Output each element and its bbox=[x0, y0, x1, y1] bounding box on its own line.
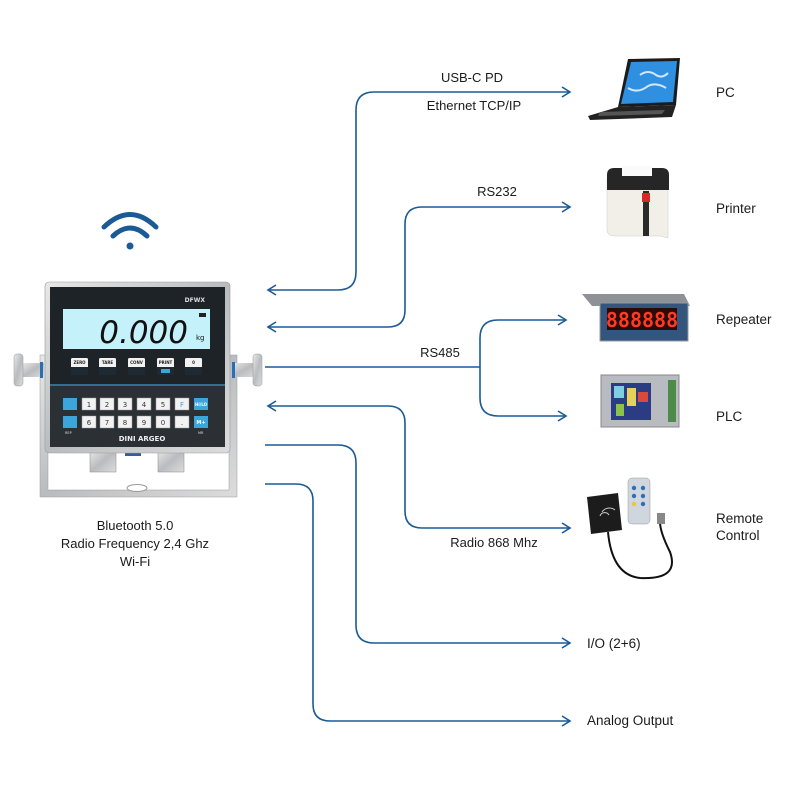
svg-text:2: 2 bbox=[105, 401, 109, 409]
key-2[interactable]: 2 bbox=[99, 397, 115, 411]
key-3[interactable]: 3 bbox=[117, 397, 133, 411]
svg-text:1: 1 bbox=[87, 401, 91, 409]
connection-rs232 bbox=[266, 201, 572, 333]
svg-text:HI/LO: HI/LO bbox=[195, 402, 208, 407]
svg-text:0: 0 bbox=[192, 360, 195, 365]
wireless-wifi: Wi-Fi bbox=[120, 554, 150, 569]
rep-key[interactable] bbox=[63, 416, 77, 428]
remote-control-icon bbox=[587, 477, 673, 580]
label-rs485: RS485 bbox=[420, 345, 460, 360]
svg-text:TARE: TARE bbox=[102, 360, 114, 365]
printer-icon bbox=[606, 166, 669, 239]
menu-key[interactable] bbox=[63, 398, 77, 410]
connection-rs485 bbox=[265, 314, 568, 422]
function-keys: ZERO TARE CONV PRINT 0 bbox=[71, 358, 202, 375]
svg-text:9: 9 bbox=[142, 419, 146, 427]
device-label-remote-2: Control bbox=[716, 528, 760, 543]
key-dot[interactable]: . bbox=[174, 415, 190, 429]
mr-label: MR bbox=[198, 431, 204, 435]
svg-text:3: 3 bbox=[123, 401, 127, 409]
device-label-remote-1: Remote bbox=[716, 511, 763, 526]
key-7[interactable]: 7 bbox=[99, 415, 115, 429]
key-8[interactable]: 8 bbox=[117, 415, 133, 429]
wireless-bluetooth: Bluetooth 5.0 bbox=[97, 518, 174, 533]
repeater-display-icon: 888888 bbox=[582, 294, 690, 342]
mplus-key[interactable]: M+ bbox=[194, 416, 208, 428]
device-label-analog: Analog Output bbox=[587, 713, 674, 728]
keypad: 1 2 3 4 5 F HI/LO 6 7 8 9 0 . M+ REP MR bbox=[63, 397, 208, 435]
device-label-io: I/O (2+6) bbox=[587, 636, 641, 651]
key-6[interactable]: 6 bbox=[81, 415, 97, 429]
connection-analog bbox=[265, 483, 572, 727]
right-knob bbox=[232, 353, 263, 387]
svg-text:CONV: CONV bbox=[130, 360, 144, 365]
svg-text:F: F bbox=[180, 401, 184, 409]
lcd-display bbox=[63, 309, 210, 349]
svg-text:6: 6 bbox=[87, 419, 92, 427]
left-knob bbox=[13, 353, 44, 387]
key-5[interactable]: 5 bbox=[155, 397, 171, 411]
label-rs232: RS232 bbox=[477, 184, 517, 199]
tare-key[interactable]: TARE bbox=[99, 358, 116, 375]
connection-radio bbox=[266, 400, 572, 534]
key-9[interactable]: 9 bbox=[136, 415, 152, 429]
wireless-radio: Radio Frequency 2,4 Ghz bbox=[61, 536, 209, 551]
svg-text:ZERO: ZERO bbox=[73, 360, 86, 365]
svg-text:M+: M+ bbox=[196, 420, 205, 426]
weighing-indicator: DFWX 0.000 kg ZERO TARE CONV PRINT 0 1 2… bbox=[13, 281, 263, 498]
laptop-icon bbox=[588, 58, 680, 120]
connection-io bbox=[265, 444, 572, 649]
wifi-icon bbox=[101, 212, 159, 250]
repeater-digits: 888888 bbox=[606, 308, 678, 332]
svg-text:8: 8 bbox=[123, 419, 127, 427]
key-f[interactable]: F bbox=[174, 397, 190, 411]
conv-key[interactable]: CONV bbox=[128, 358, 145, 375]
key-1[interactable]: 1 bbox=[81, 397, 97, 411]
brand-logo: DINI ARGEO bbox=[119, 435, 166, 443]
print-key[interactable]: PRINT bbox=[157, 358, 174, 375]
weight-reading: 0.000 bbox=[99, 315, 188, 351]
key-4[interactable]: 4 bbox=[136, 397, 152, 411]
svg-text:.: . bbox=[181, 419, 183, 427]
svg-text:4: 4 bbox=[142, 401, 147, 409]
weight-unit: kg bbox=[196, 334, 205, 342]
model-name: DFWX bbox=[185, 297, 206, 304]
connection-usb-ethernet bbox=[266, 86, 572, 296]
device-label-plc: PLC bbox=[716, 409, 743, 424]
plc-panel-icon bbox=[600, 374, 680, 428]
rep-label: REP bbox=[65, 431, 72, 435]
svg-text:PRINT: PRINT bbox=[159, 360, 173, 365]
label-ethernet: Ethernet TCP/IP bbox=[427, 98, 521, 113]
svg-text:0: 0 bbox=[161, 419, 165, 427]
power-key[interactable]: 0 bbox=[185, 358, 202, 375]
device-label-printer: Printer bbox=[716, 201, 756, 216]
hilo-key[interactable]: HI/LO bbox=[194, 398, 208, 410]
svg-text:5: 5 bbox=[161, 401, 165, 409]
label-usb: USB-C PD bbox=[441, 70, 503, 85]
zero-key[interactable]: ZERO bbox=[71, 358, 88, 375]
svg-text:7: 7 bbox=[105, 419, 109, 427]
device-label-repeater: Repeater bbox=[716, 312, 772, 327]
device-label-pc: PC bbox=[716, 85, 735, 100]
key-0[interactable]: 0 bbox=[155, 415, 171, 429]
label-radio: Radio 868 Mhz bbox=[450, 535, 537, 550]
